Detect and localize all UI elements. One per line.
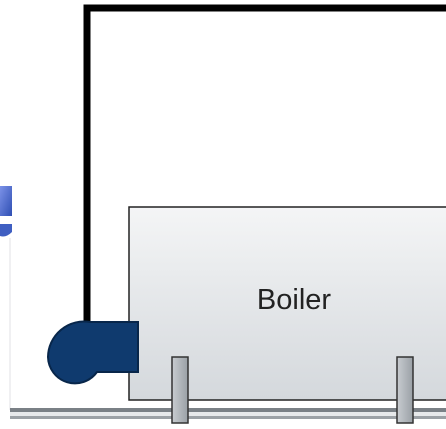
partial-widget-icon: [0, 186, 12, 237]
boiler-leg-right: [396, 356, 414, 424]
feed-pipe: [83, 4, 446, 330]
burner-fan-icon: [46, 320, 139, 385]
boiler-body: [128, 206, 446, 401]
boiler-leg-left: [171, 356, 189, 424]
floor-rail: [10, 408, 446, 419]
boiler-label: Boiler: [257, 284, 331, 316]
